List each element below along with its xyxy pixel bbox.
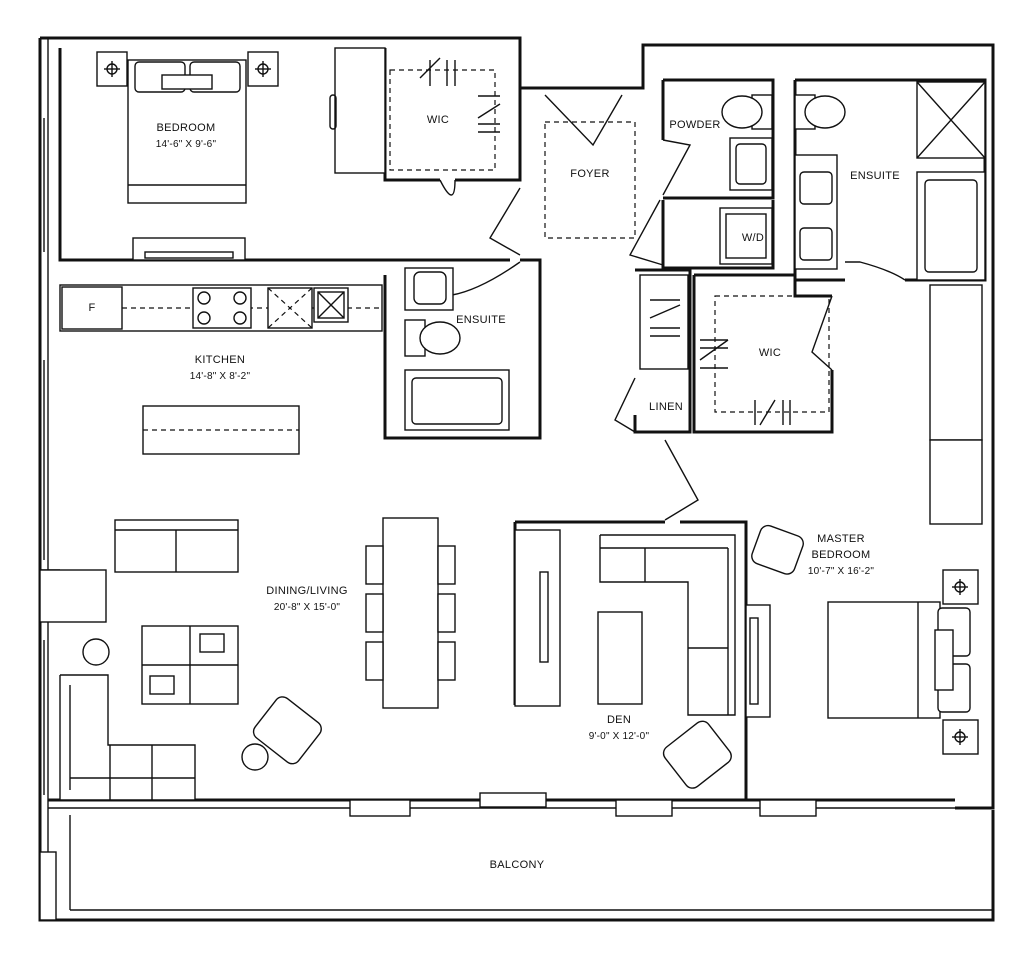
room-dims-master-bedroom: 10'-7" X 16'-2" [808, 566, 874, 577]
room-name-balcony: BALCONY [490, 859, 545, 871]
room-name-linen: LINEN [649, 401, 683, 413]
room-name-bedroom: BEDROOM [157, 122, 216, 134]
bedroom-furniture [96, 47, 386, 261]
balcony-edge [48, 792, 993, 911]
closet-doors [389, 57, 830, 426]
room-dims-dining-living: 20'-8" X 15'-0" [274, 602, 340, 613]
doors [439, 94, 906, 521]
powder-fixtures [719, 94, 773, 265]
room-labels: BEDROOM 14'-6" X 9'-6" WIC FOYER POWDER … [88, 114, 899, 871]
living-furniture [59, 517, 456, 801]
room-dims-bedroom: 14'-6" X 9'-6" [156, 139, 217, 150]
room-name-wic-1: WIC [427, 114, 449, 126]
foyer-zone [544, 121, 636, 239]
fridge-label: F [88, 302, 95, 314]
master-ensuite-fixtures [794, 81, 986, 281]
master-bedroom-furniture [745, 524, 979, 755]
room-name-ensuite-2: ENSUITE [456, 314, 506, 326]
room-dims-kitchen: 14'-8" X 8'-2" [190, 371, 251, 382]
room-name-powder: POWDER [669, 119, 720, 131]
room-name-wic-2: WIC [759, 347, 781, 359]
room-dims-den: 9'-0" X 12'-0" [589, 731, 650, 742]
room-name-den: DEN [607, 714, 631, 726]
room-name-ensuite-master: ENSUITE [850, 170, 900, 182]
room-name-master-line1: MASTER [817, 533, 865, 545]
room-name-kitchen: KITCHEN [195, 354, 245, 366]
exterior-walls [38, 36, 995, 922]
room-name-master-line2: BEDROOM [812, 549, 871, 561]
interior-walls [58, 48, 987, 800]
den-furniture [514, 529, 736, 789]
room-name-dining-living: DINING/LIVING [266, 585, 348, 597]
ensuite-2-fixtures [404, 267, 510, 431]
kitchen-fixtures [59, 284, 383, 455]
room-name-foyer: FOYER [570, 168, 609, 180]
room-name-wd: W/D [742, 232, 764, 244]
